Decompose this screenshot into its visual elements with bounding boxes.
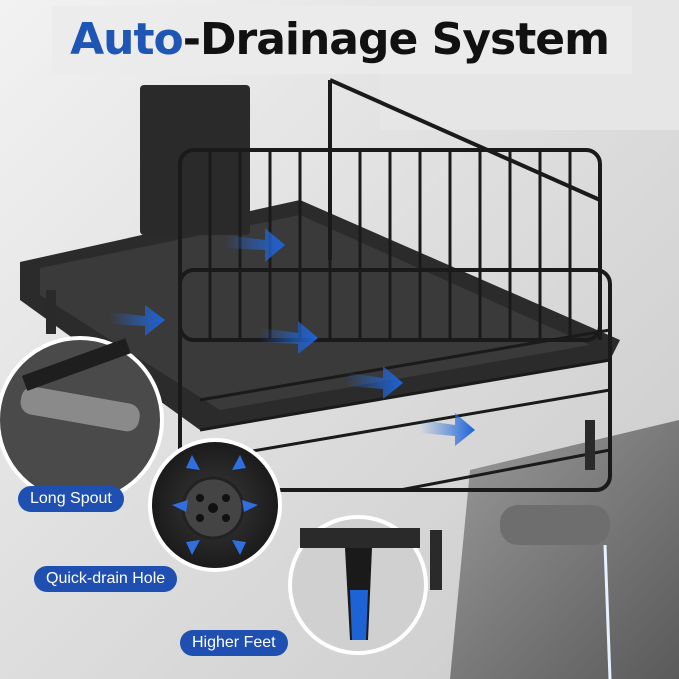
sink-basin xyxy=(450,420,679,679)
arrow-icon xyxy=(110,305,165,336)
arrow-icon xyxy=(232,455,246,470)
arrow-icon xyxy=(186,455,200,470)
rack-leg xyxy=(430,530,442,590)
arrow-icon xyxy=(232,540,246,555)
title-backdrop xyxy=(52,6,632,74)
arrow-icon xyxy=(260,321,318,354)
drain-arrows xyxy=(172,455,258,555)
drip-tray-inner xyxy=(40,215,590,410)
rack-leg xyxy=(585,420,595,470)
page-title: Auto-Drainage System xyxy=(0,4,679,76)
water-stream xyxy=(603,544,612,679)
arrow-icon xyxy=(225,228,285,262)
title-accent: Auto xyxy=(70,14,184,65)
utensil-holder xyxy=(140,85,250,235)
rack-lower-slots xyxy=(199,328,611,492)
arrow-icon xyxy=(242,500,258,512)
spout xyxy=(500,505,610,545)
callout-quick-drain-hole: Quick-drain Hole xyxy=(34,566,178,592)
callout-long-spout: Long Spout xyxy=(18,486,124,512)
callout-higher-feet: Higher Feet xyxy=(180,630,288,656)
arrow-icon xyxy=(420,413,475,446)
arrow-icon xyxy=(172,500,188,512)
arrow-icon xyxy=(186,540,200,555)
drainage-arrows xyxy=(110,228,475,446)
rack-leg xyxy=(46,290,56,334)
title-rest: -Drainage System xyxy=(182,14,610,65)
arrow-icon xyxy=(345,366,403,399)
